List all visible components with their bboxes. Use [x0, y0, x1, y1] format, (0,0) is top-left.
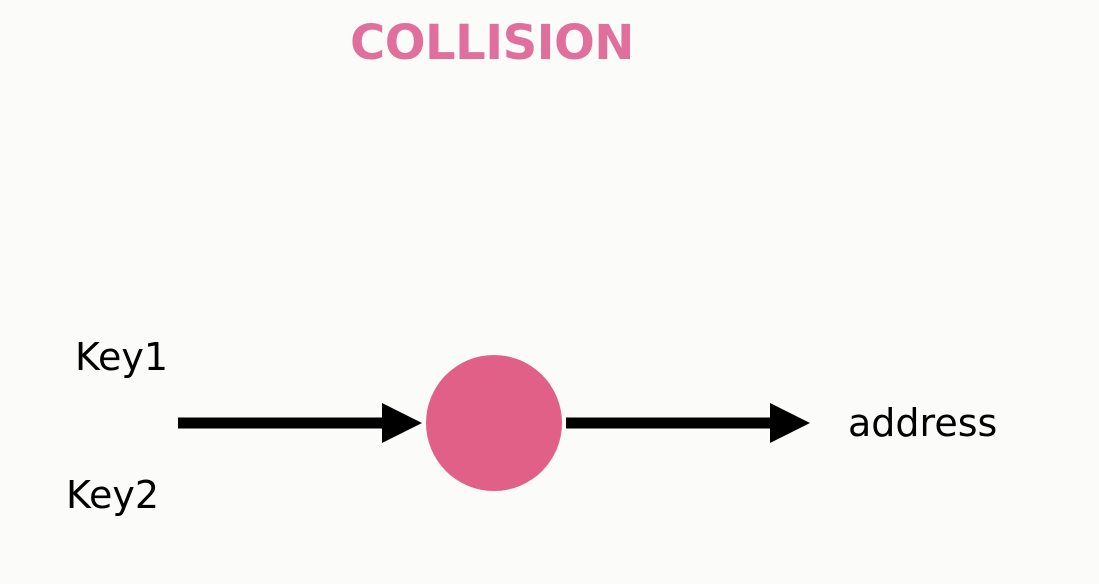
input-key1-label: Key1 [75, 335, 169, 379]
diagram-title: COLLISION [350, 15, 634, 71]
input-key2-label: Key2 [66, 473, 160, 517]
hash-function-node [426, 355, 562, 491]
output-address-label: address [848, 401, 998, 445]
input-arrow-head [382, 403, 422, 443]
output-arrow-head [770, 403, 810, 443]
